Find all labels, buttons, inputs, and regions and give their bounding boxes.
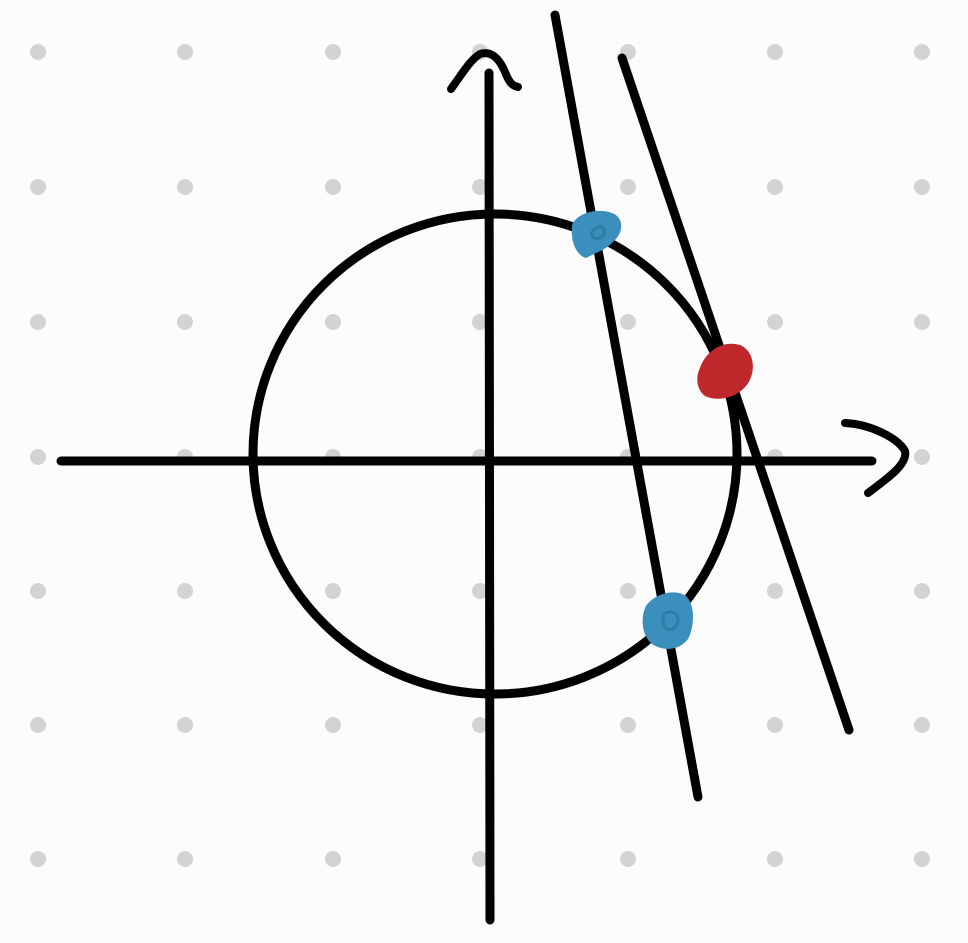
grid-dot	[325, 179, 341, 195]
grid-dot	[472, 717, 488, 733]
grid-dot	[767, 851, 783, 867]
grid-dot	[177, 314, 193, 330]
x-axis-arrow-icon	[841, 419, 910, 497]
grid-dot	[767, 179, 783, 195]
grid-dot	[620, 583, 636, 599]
grid-dot	[30, 44, 46, 60]
grid-dot	[767, 44, 783, 60]
secant-upper-blob	[571, 210, 622, 258]
grid-dot	[620, 314, 636, 330]
grid-dot	[30, 449, 46, 465]
grid-dot	[325, 583, 341, 599]
grid-dot	[325, 314, 341, 330]
grid-dot	[620, 717, 636, 733]
grid-dot	[177, 851, 193, 867]
grid-dot	[30, 314, 46, 330]
unit-circle	[248, 209, 742, 699]
grid-dot	[914, 314, 930, 330]
grid-dot	[620, 851, 636, 867]
grid-dot	[914, 179, 930, 195]
grid-dot	[914, 717, 930, 733]
y-axis-line	[484, 68, 495, 925]
grid-dot	[767, 717, 783, 733]
grid-dot	[472, 314, 488, 330]
tangent-point-blob	[697, 343, 753, 399]
grid-dot	[472, 583, 488, 599]
grid-dot	[325, 717, 341, 733]
grid-dot	[177, 717, 193, 733]
grid-dot	[472, 179, 488, 195]
grid-dot	[177, 44, 193, 60]
grid-dot	[30, 583, 46, 599]
secant-upper-scribble	[590, 225, 606, 241]
grid-dot	[325, 44, 341, 60]
grid-dot	[767, 583, 783, 599]
secant-line	[550, 10, 703, 802]
grid-dot	[914, 44, 930, 60]
grid-dot	[177, 179, 193, 195]
grid-dot	[914, 449, 930, 465]
grid-dot	[325, 851, 341, 867]
y-axis-arrow-icon	[447, 49, 522, 93]
grid-dot	[620, 179, 636, 195]
grid-dot	[472, 851, 488, 867]
grid-dot	[914, 851, 930, 867]
tangent-point	[697, 343, 753, 399]
secant-lower-blob	[642, 592, 693, 649]
secant-lower-intersection	[642, 592, 693, 649]
grid-dot	[177, 583, 193, 599]
secant-upper-intersection	[571, 210, 622, 258]
grid-dot	[30, 717, 46, 733]
grid-dot	[767, 314, 783, 330]
grid-dot	[30, 851, 46, 867]
grid-dot	[30, 179, 46, 195]
secant-lower-scribble	[661, 610, 680, 631]
grid-dot	[914, 583, 930, 599]
